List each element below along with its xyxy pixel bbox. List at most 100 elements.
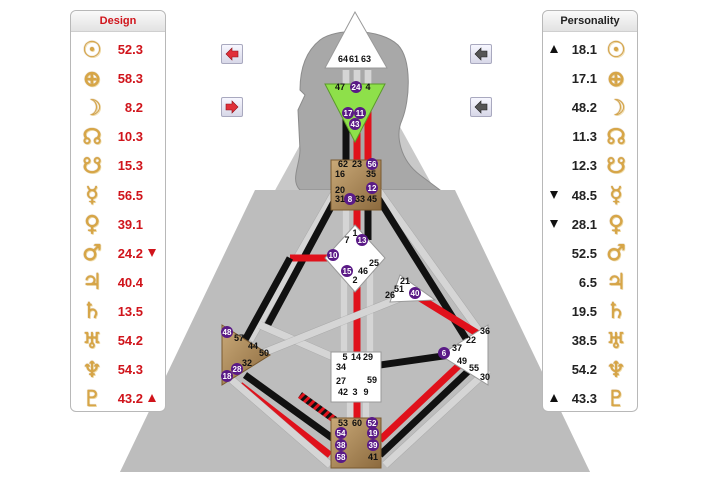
gate-label: 5 [342,352,347,362]
gate-label: 48 [223,328,232,337]
personality-planet-value: 11.3 [572,129,597,145]
personality-panel: Personality ☉18.1⊕17.1☽48.2☊11.3☋12.3☿48… [542,10,638,412]
jupiter-icon: ♃ [606,270,626,296]
personality-planet-value: 48.5 [571,187,597,203]
gate-label: 13 [358,236,367,245]
personality-planet-row: ♅ 38.5 [543,326,639,355]
gate-badge [221,326,233,338]
gate-label: 21 [400,276,410,286]
gate-label: 60 [352,418,362,428]
design-planet-row: ☉52.3 [71,35,167,64]
gate-label: 32 [242,358,252,368]
gate-label: 42 [338,387,348,397]
channel [242,372,338,443]
uranus-icon: ♅ [82,328,102,354]
personality-planet-row: ☋12.3 [543,151,639,180]
personality-planet-value: 19.5 [571,303,597,319]
gate-badge [349,118,361,130]
gate-label: 63 [361,54,371,64]
arrow-up-icon [550,394,558,403]
neptune-icon: ♆ [606,357,626,383]
gate-label: 47 [335,82,345,92]
personality-planet-value: 43.3 [571,391,597,407]
pluto-icon: ♇ [82,386,102,412]
gate-badge [341,265,353,277]
gate-label: 46 [358,266,368,276]
gate-label: 40 [411,289,420,298]
arrow-down-icon [148,248,156,257]
channel [377,357,483,458]
gate-label: 34 [336,362,346,372]
gate-label: 8 [348,195,353,204]
gate-badge [335,451,347,463]
gate-label: 3 [352,387,357,397]
mercury-icon: ☿ [85,183,99,208]
arrow-right-icon [225,100,239,114]
gate-label: 19 [369,429,378,438]
uranus-icon: ♅ [606,328,626,354]
personality-planet-value: 52.5 [571,245,597,261]
design-planet-row: ☊ 10.3 [71,122,167,151]
north-node-icon: ☊ [606,124,626,150]
gate-label: 28 [233,365,242,374]
personality-planet-row: ♆54.2 [543,355,639,384]
personality-top-arrow-button[interactable] [470,44,492,64]
channel-outline [374,187,486,338]
solar-plexus-center [439,324,489,386]
sun-icon: ☉ [82,37,102,63]
gate-badge [335,439,347,451]
gate-badge [366,158,378,170]
gate-badge [335,427,347,439]
neptune-icon: ♆ [82,357,102,383]
gate-label: 23 [352,159,362,169]
channel [229,377,333,468]
channel-outline [258,321,342,364]
personality-planet-row: ♇43.3 [543,384,639,413]
gate-label: 44 [248,341,258,351]
design-planet-value: 58.3 [117,71,143,87]
channel [246,188,340,342]
gate-label: 41 [368,452,378,462]
design-planet-value: 10.3 [117,129,143,145]
design-planet-value: 54.3 [117,362,143,378]
personality-planet-value: 38.5 [571,333,597,348]
design-planet-row: ♃40.4 [71,268,167,297]
sun-icon: ☉ [606,37,626,63]
design-planet-value: 54.2 [117,333,143,348]
personality-bottom-arrow-button[interactable] [470,97,492,117]
north-node-icon: ☊ [82,124,102,150]
personality-planet-row: ☽48.2 [543,93,639,122]
gate-badge [354,107,366,119]
gate-label: 14 [351,352,361,362]
gate-label: 24 [352,83,361,92]
channel [379,351,451,369]
gate-badge [344,193,356,205]
personality-planet-row: ☉18.1 [543,35,639,64]
gate-label: 4 [365,82,370,92]
gate-label: 38 [337,441,346,450]
gate-label: 43 [351,120,360,129]
jupiter-icon: ♃ [82,270,102,296]
design-top-arrow-button[interactable] [221,44,243,64]
design-planet-row: ♄13.5 [71,297,167,326]
gate-badge [356,234,368,246]
gate-badge [366,417,378,429]
gate-label: 29 [363,352,373,362]
gate-label: 54 [337,429,346,438]
channel-outline [229,376,333,469]
arrow-down-icon [550,219,558,228]
g-center [324,224,386,293]
gate-badge [367,439,379,451]
design-planet-value: 13.5 [117,303,143,319]
gate-label: 15 [343,267,352,276]
channel [377,352,473,443]
south-node-icon: ☋ [606,153,626,179]
design-planet-row: ♅ 54.2 [71,326,167,355]
gate-label: 61 [349,54,359,64]
gate-label: 55 [469,363,479,373]
design-planet-row: ♂24.2 [71,239,167,268]
personality-planet-row: ♂52.5 [543,239,639,268]
design-bottom-arrow-button[interactable] [221,97,243,117]
design-planet-row: ☽8.2 [71,93,167,122]
personality-planet-row: ☿48.5 [543,181,639,210]
